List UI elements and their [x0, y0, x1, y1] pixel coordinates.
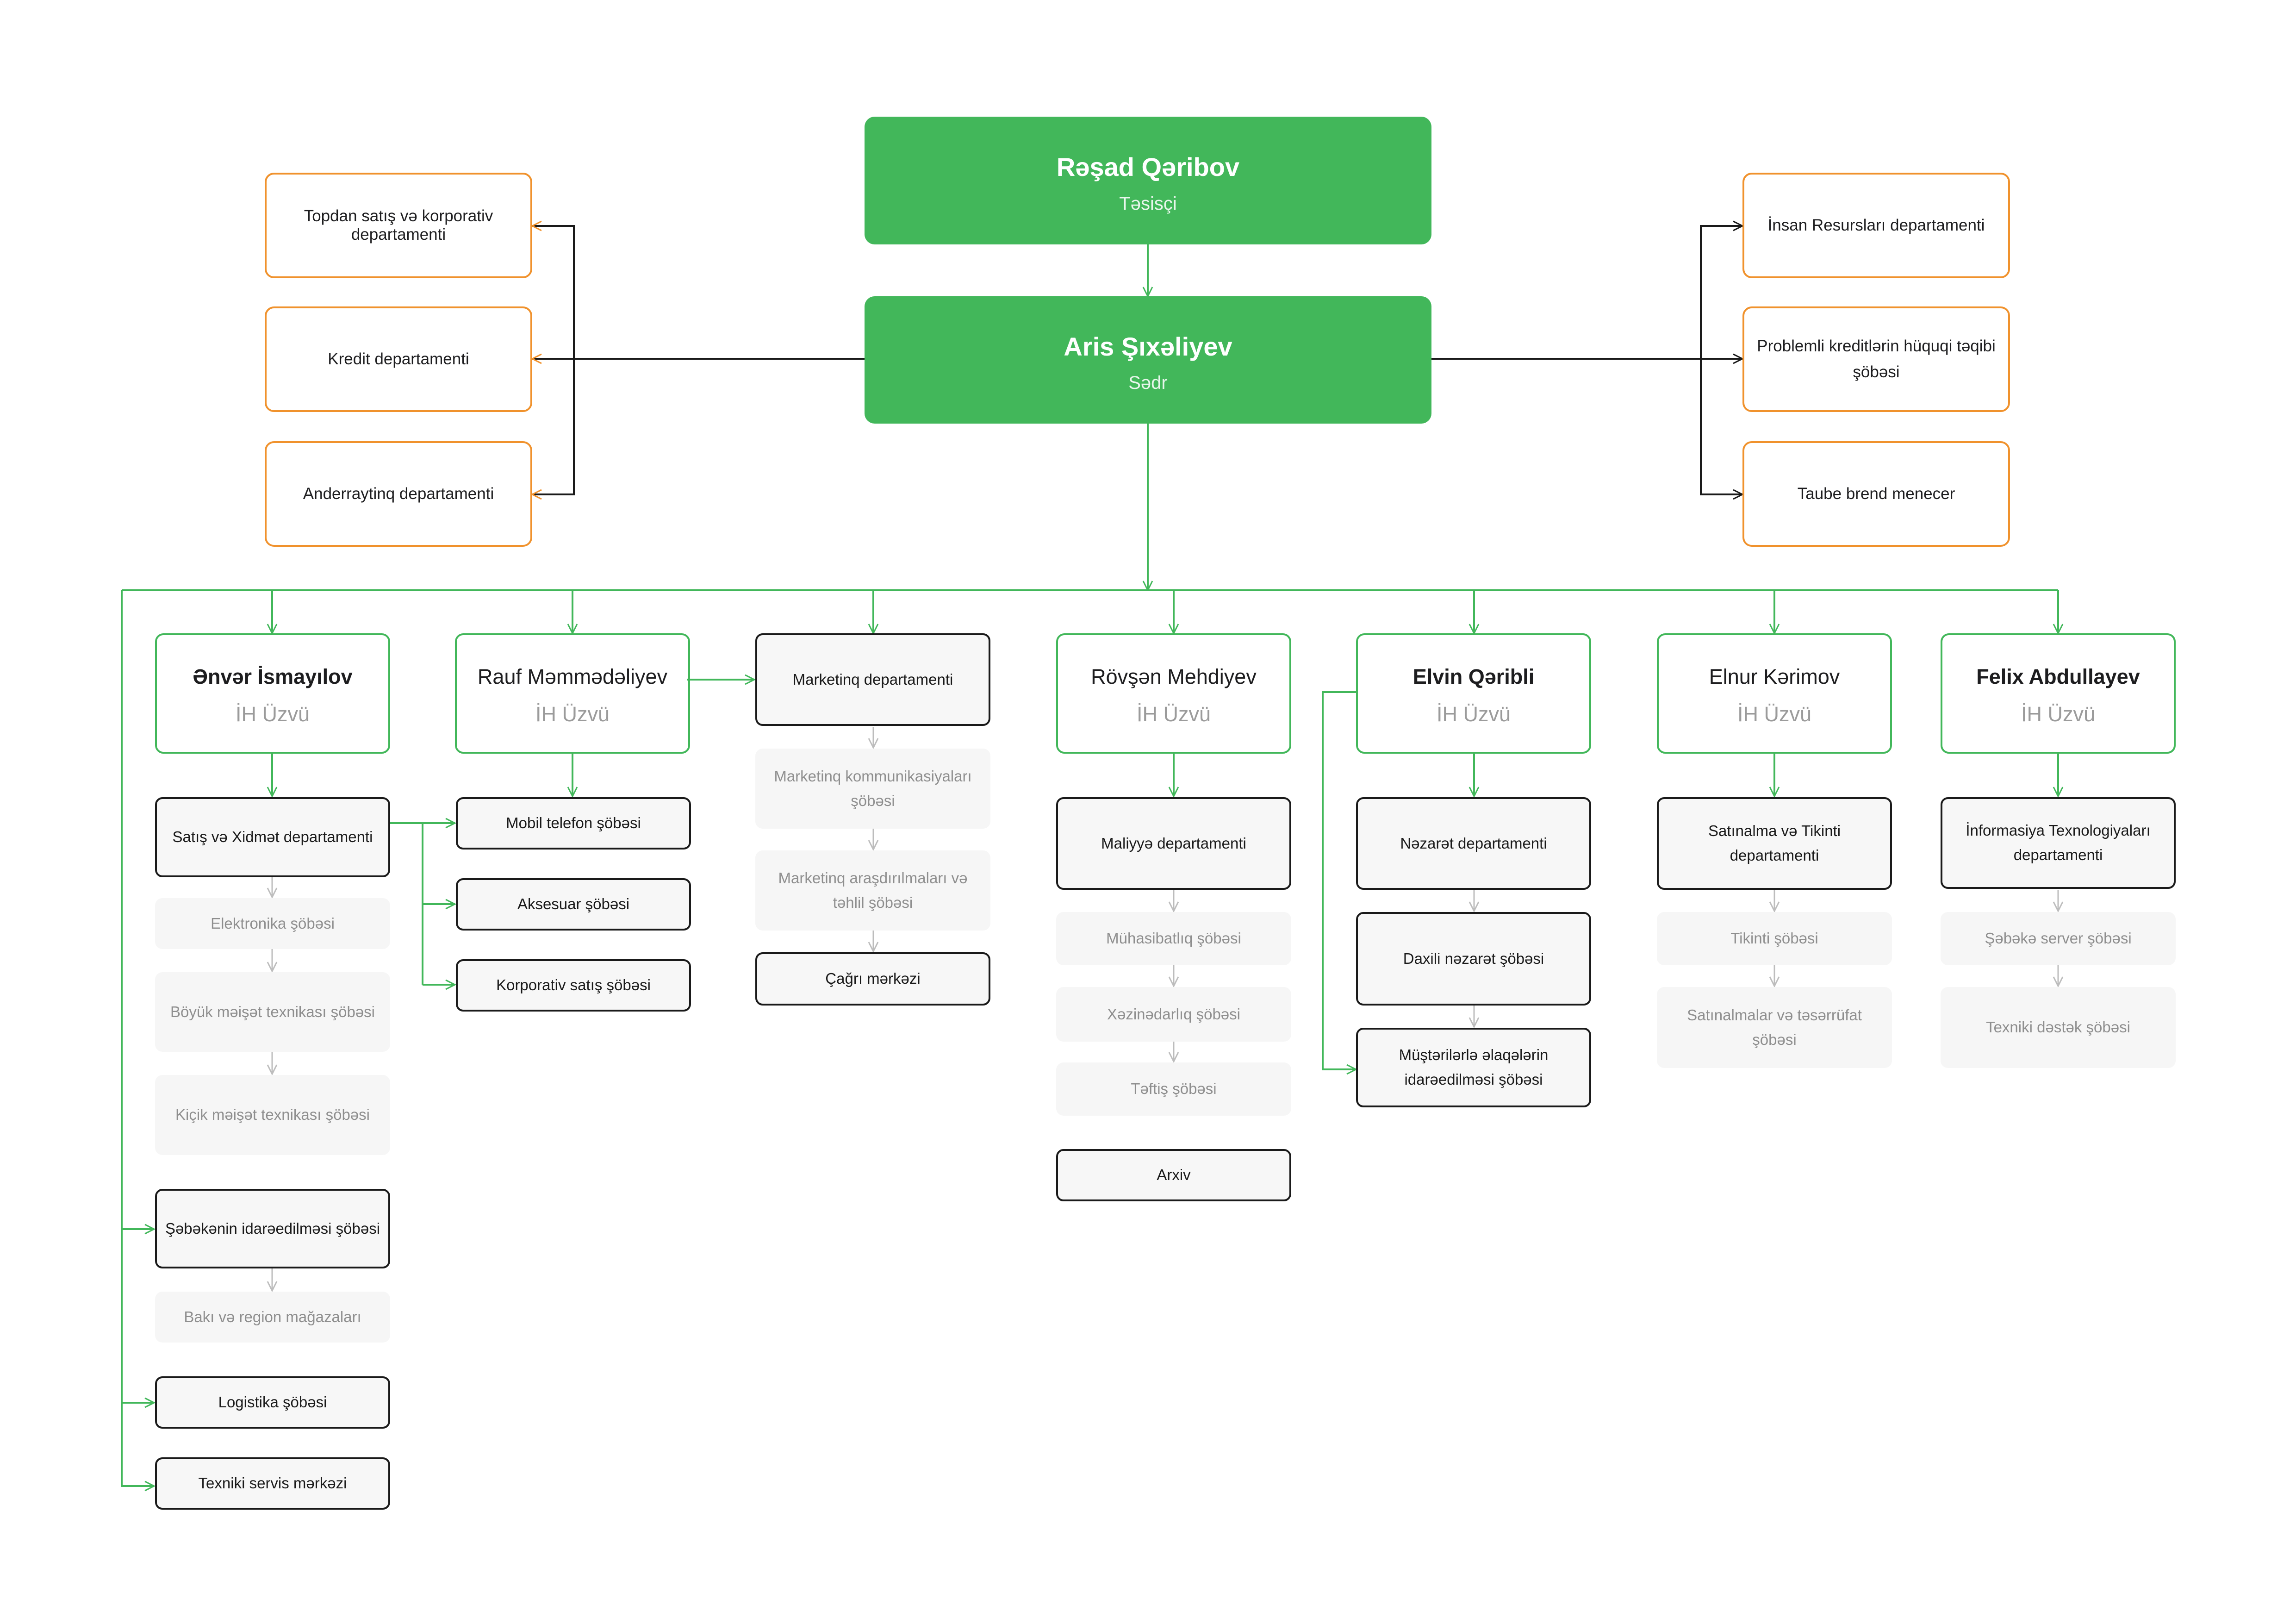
sub-audit[interactable]: Təftiş şöbəsi	[1056, 1062, 1291, 1116]
sub-technical-support[interactable]: Texniki dəstək şöbəsi	[1941, 987, 2176, 1068]
chairman-name: Aris Şıxəliyev	[1064, 331, 1232, 361]
dept-customer-relations[interactable]: Müştərilərlə əlaqələrin idarəedilməsi şö…	[1356, 1028, 1591, 1107]
member-name: Elnur Kərimov	[1709, 665, 1840, 688]
sub-large-appliances[interactable]: Böyük məişət texnikası şöbəsi	[155, 972, 390, 1052]
dept-archive[interactable]: Arxiv	[1056, 1149, 1291, 1201]
founder-title: Təsisçi	[1119, 193, 1177, 214]
dept-internal-control[interactable]: Daxili nəzarət şöbəsi	[1356, 912, 1591, 1006]
member-card[interactable]: Rauf Məmmədəliyev İH Üzvü	[455, 633, 690, 754]
dept-information-technology[interactable]: İnformasiya Texnologiyaları departamenti	[1941, 797, 2176, 889]
sub-construction[interactable]: Tikinti şöbəsi	[1657, 912, 1892, 965]
chairman-card[interactable]: Aris Şıxəliyev Sədr	[865, 296, 1431, 424]
sub-marketing-research[interactable]: Marketinq araşdırılmaları və təhlil şöbə…	[755, 850, 990, 931]
founder-card[interactable]: Rəşad Qəribov Təsisçi	[865, 117, 1431, 244]
dept-sales-service[interactable]: Satış və Xidmət departamenti	[155, 797, 390, 877]
member-role: İH Üzvü	[1136, 702, 1211, 726]
right-dept-legal[interactable]: Problemli kreditlərin hüquqi təqibi şöbə…	[1742, 306, 2010, 412]
member-role: İH Üzvü	[2021, 702, 2096, 726]
member-name: Ənvər İsmayılov	[193, 665, 353, 688]
member-card[interactable]: Elnur Kərimov İH Üzvü	[1657, 633, 1892, 754]
left-dept-credit[interactable]: Kredit departamenti	[265, 306, 532, 412]
member-role: İH Üzvü	[235, 702, 310, 726]
dept-mobile-phones[interactable]: Mobil telefon şöbəsi	[456, 797, 691, 849]
sub-small-appliances[interactable]: Kiçik məişət texnikası şöbəsi	[155, 1075, 390, 1155]
dept-accessories[interactable]: Aksesuar şöbəsi	[456, 878, 691, 931]
member-card[interactable]: Ənvər İsmayılov İH Üzvü	[155, 633, 390, 754]
dept-corporate-sales[interactable]: Korporativ satış şöbəsi	[456, 959, 691, 1012]
sub-network-server[interactable]: Şəbəkə server şöbəsi	[1941, 912, 2176, 965]
dept-control[interactable]: Nəzarət departamenti	[1356, 797, 1591, 890]
member-role: İH Üzvü	[1737, 702, 1812, 726]
member-name: Rövşən Mehdiyev	[1091, 665, 1257, 688]
dept-finance[interactable]: Maliyyə departamenti	[1056, 797, 1291, 890]
member-name: Felix Abdullayev	[1976, 665, 2140, 688]
sub-electronics[interactable]: Elektronika şöbəsi	[155, 898, 390, 949]
founder-name: Rəşad Qəribov	[1056, 152, 1240, 182]
dept-call-center[interactable]: Çağrı mərkəzi	[755, 952, 990, 1006]
member-card[interactable]: Elvin Qəribli İH Üzvü	[1356, 633, 1591, 754]
left-dept-underwriting[interactable]: Anderraytinq departamenti	[265, 441, 532, 547]
member-role: İH Üzvü	[1436, 702, 1511, 726]
dept-marketing[interactable]: Marketinq departamenti	[755, 633, 990, 726]
sub-treasury[interactable]: Xəzinədarlıq şöbəsi	[1056, 987, 1291, 1042]
chairman-title: Sədr	[1128, 373, 1168, 394]
member-name: Elvin Qəribli	[1412, 665, 1535, 688]
sub-marketing-communications[interactable]: Marketinq kommunikasiyaları şöbəsi	[755, 749, 990, 829]
member-card[interactable]: Felix Abdullayev İH Üzvü	[1941, 633, 2176, 754]
dept-network-management[interactable]: Şəbəkənin idarəedilməsi şöbəsi	[155, 1189, 390, 1268]
member-role: İH Üzvü	[535, 702, 610, 726]
right-dept-hr[interactable]: İnsan Resursları departamenti	[1742, 173, 2010, 278]
sub-procurement-facilities[interactable]: Satınalmalar və təsərrüfat şöbəsi	[1657, 987, 1892, 1068]
dept-technical-service[interactable]: Texniki servis mərkəzi	[155, 1457, 390, 1510]
right-dept-taube[interactable]: Taube brend menecer	[1742, 441, 2010, 547]
dept-procurement-construction[interactable]: Satınalma və Tikinti departamenti	[1657, 797, 1892, 890]
sub-accounting[interactable]: Mühasibatlıq şöbəsi	[1056, 912, 1291, 965]
sub-baku-region-stores[interactable]: Bakı və region mağazaları	[155, 1292, 390, 1343]
member-name: Rauf Məmmədəliyev	[477, 665, 668, 688]
member-card[interactable]: Rövşən Mehdiyev İH Üzvü	[1056, 633, 1291, 754]
left-dept-wholesale[interactable]: Topdan satış və korporativ departamenti	[265, 173, 532, 278]
dept-logistics[interactable]: Logistika şöbəsi	[155, 1376, 390, 1429]
